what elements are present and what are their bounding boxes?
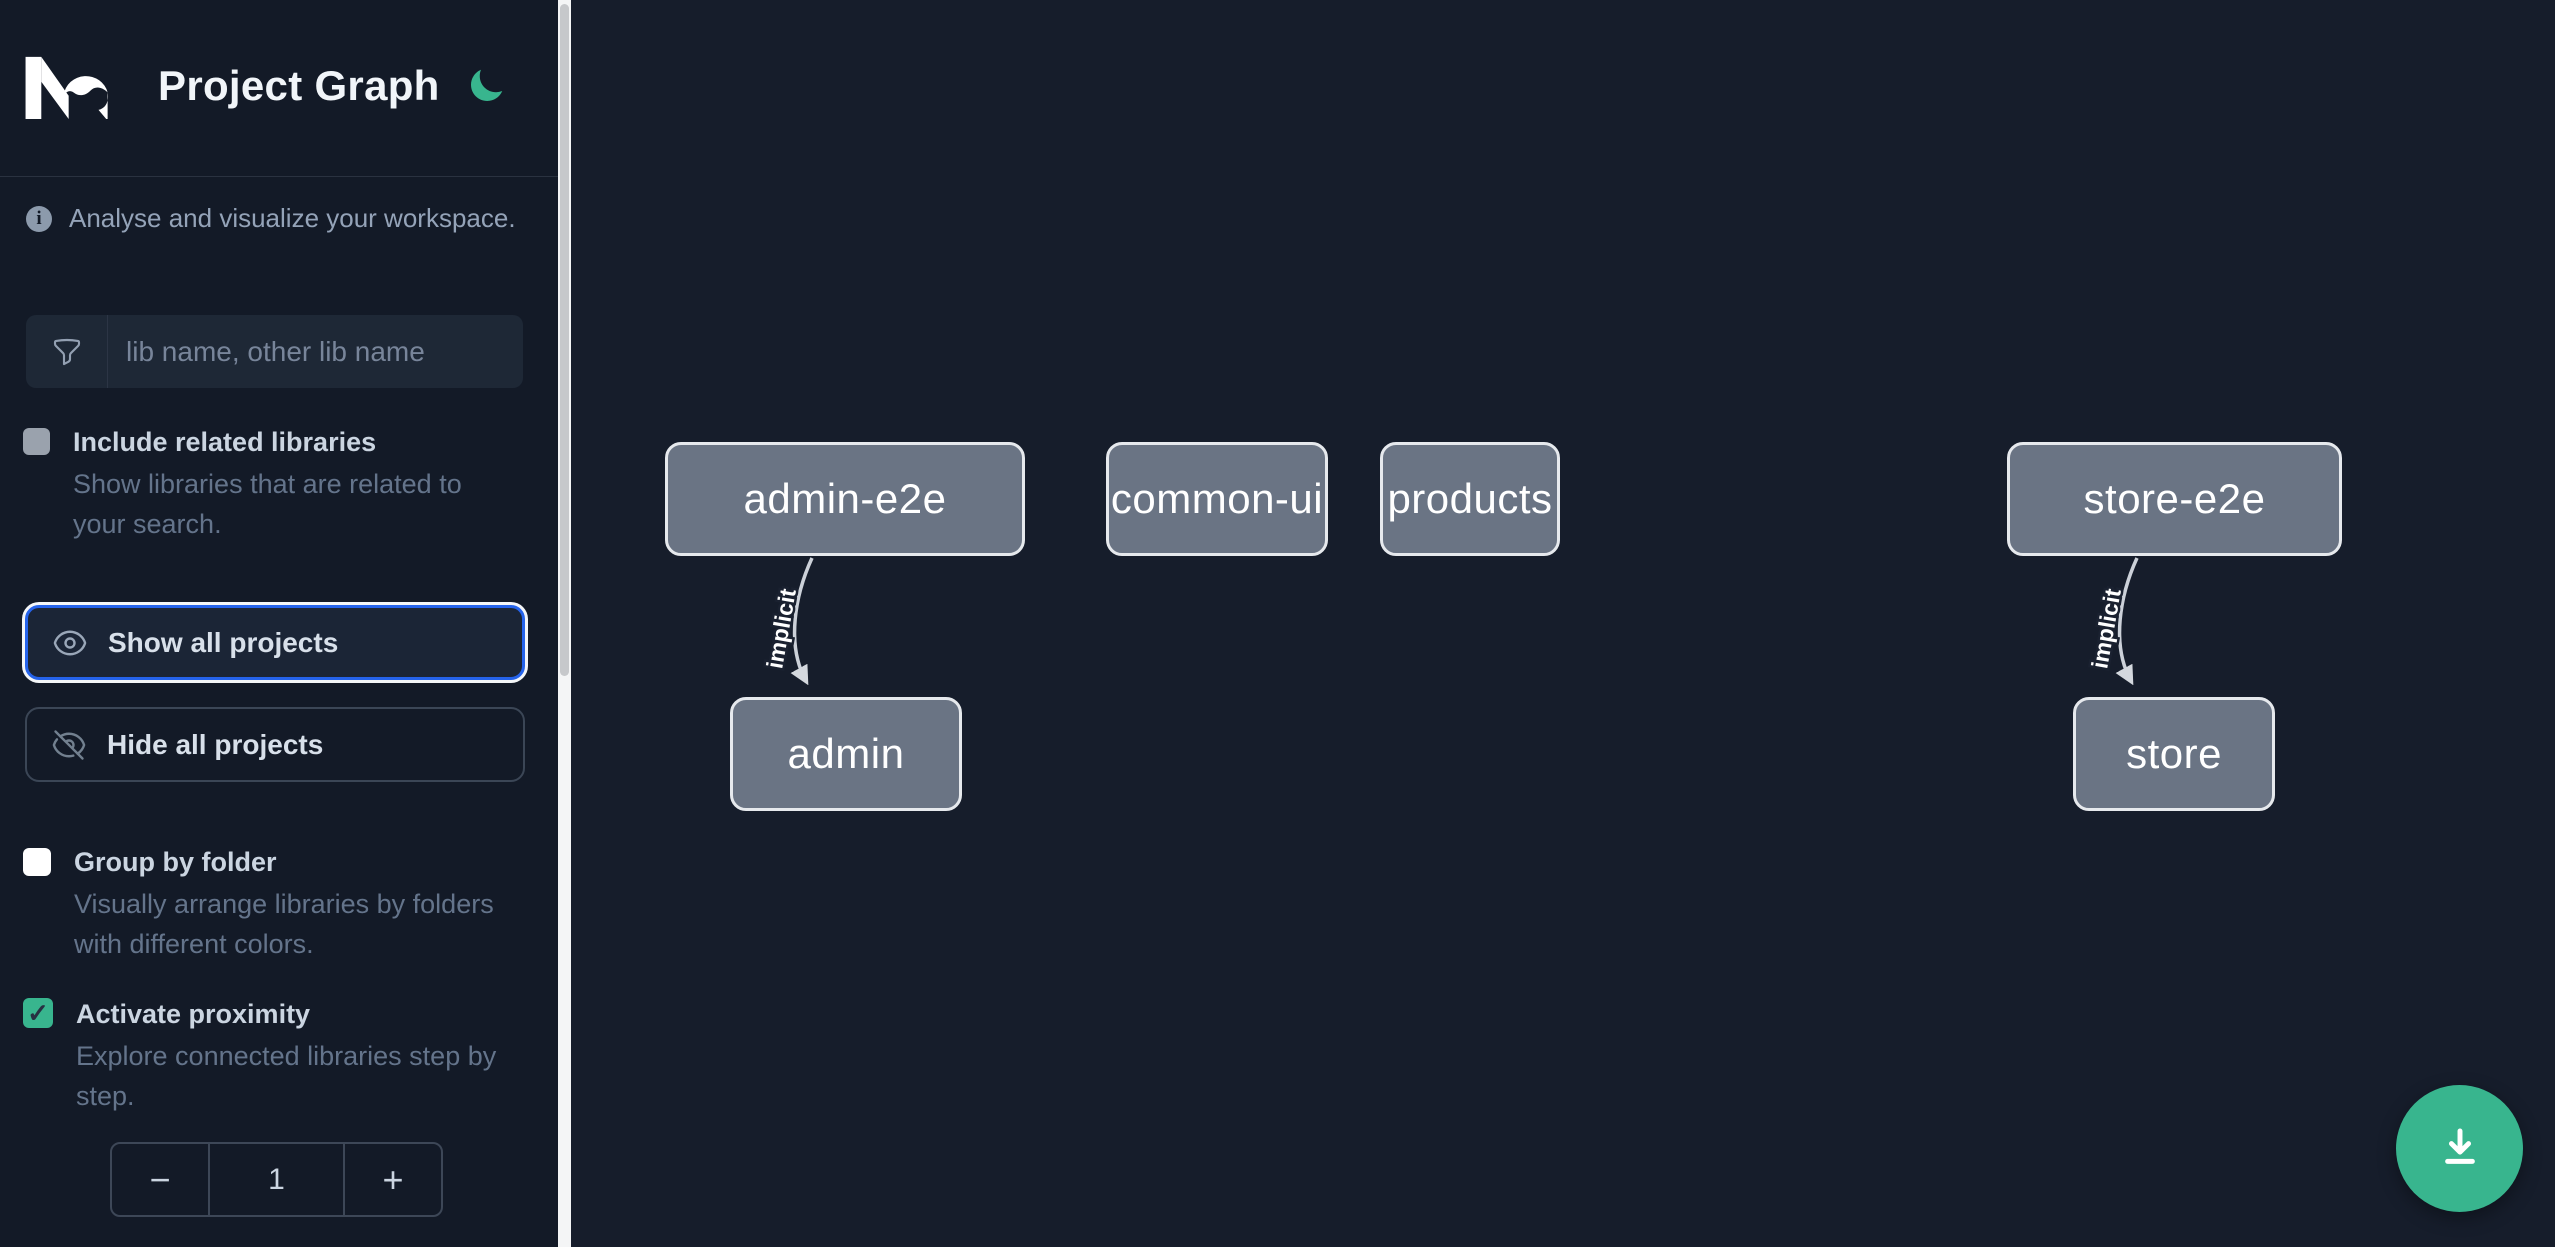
show-all-projects-button[interactable]: Show all projects — [25, 605, 525, 680]
option-description: Visually arrange libraries by folders wi… — [74, 889, 494, 959]
sidebar-scrollbar[interactable] — [558, 0, 571, 1247]
option-include-related: Include related libraries Show libraries… — [23, 426, 528, 544]
graph-node-products[interactable]: products — [1380, 442, 1560, 556]
group-by-folder-checkbox[interactable] — [23, 848, 51, 876]
eye-icon — [53, 630, 87, 655]
show-all-projects-label: Show all projects — [108, 626, 339, 658]
download-image-button[interactable] — [2396, 1085, 2523, 1212]
eye-off-icon — [52, 729, 86, 760]
funnel-icon — [26, 315, 108, 388]
include-related-checkbox[interactable] — [23, 428, 50, 455]
graph-node-store-e2e[interactable]: store-e2e — [2007, 442, 2342, 556]
scrollbar-thumb[interactable] — [560, 4, 569, 676]
moon-icon — [471, 69, 503, 101]
proximity-stepper: − 1 + — [110, 1142, 443, 1217]
option-description: Show libraries that are related to your … — [73, 469, 462, 539]
nx-logo — [25, 56, 109, 119]
option-label: Include related libraries — [73, 427, 377, 457]
option-description: Explore connected libraries step by step… — [76, 1041, 497, 1111]
hide-all-projects-label: Hide all projects — [107, 728, 324, 760]
option-label: Group by folder — [74, 847, 277, 877]
hide-all-projects-button[interactable]: Hide all projects — [25, 707, 525, 782]
filter-box — [26, 315, 523, 388]
proximity-decrement-button[interactable]: − — [149, 1158, 171, 1200]
proximity-increment-button[interactable]: + — [382, 1158, 404, 1200]
graph-node-admin-e2e[interactable]: admin-e2e — [665, 442, 1025, 556]
option-activate-proximity: ✓ Activate proximity Explore connected l… — [23, 998, 528, 1116]
option-label: Activate proximity — [76, 999, 311, 1029]
proximity-value[interactable]: 1 — [208, 1144, 345, 1215]
option-group-by-folder: Group by folder Visually arrange librari… — [23, 846, 528, 964]
tagline-text: Analyse and visualize your workspace. — [69, 203, 516, 233]
sidebar: Project Graph i Analyse and visualize yo… — [0, 0, 558, 1247]
checkmark-icon: ✓ — [27, 997, 49, 1028]
tagline-row: i Analyse and visualize your workspace. — [26, 203, 526, 234]
header-divider — [0, 176, 558, 177]
graph-node-store[interactable]: store — [2073, 697, 2275, 811]
download-image-icon — [2444, 1128, 2475, 1164]
page-title: Project Graph — [158, 62, 440, 109]
filter-input[interactable] — [108, 315, 523, 388]
graph-node-admin[interactable]: admin — [730, 697, 962, 811]
graph-node-common-ui[interactable]: common-ui — [1106, 442, 1328, 556]
info-icon: i — [26, 205, 52, 232]
theme-toggle-button[interactable] — [466, 66, 506, 106]
graph-canvas[interactable] — [571, 0, 2555, 1247]
activate-proximity-checkbox[interactable]: ✓ — [23, 998, 53, 1028]
